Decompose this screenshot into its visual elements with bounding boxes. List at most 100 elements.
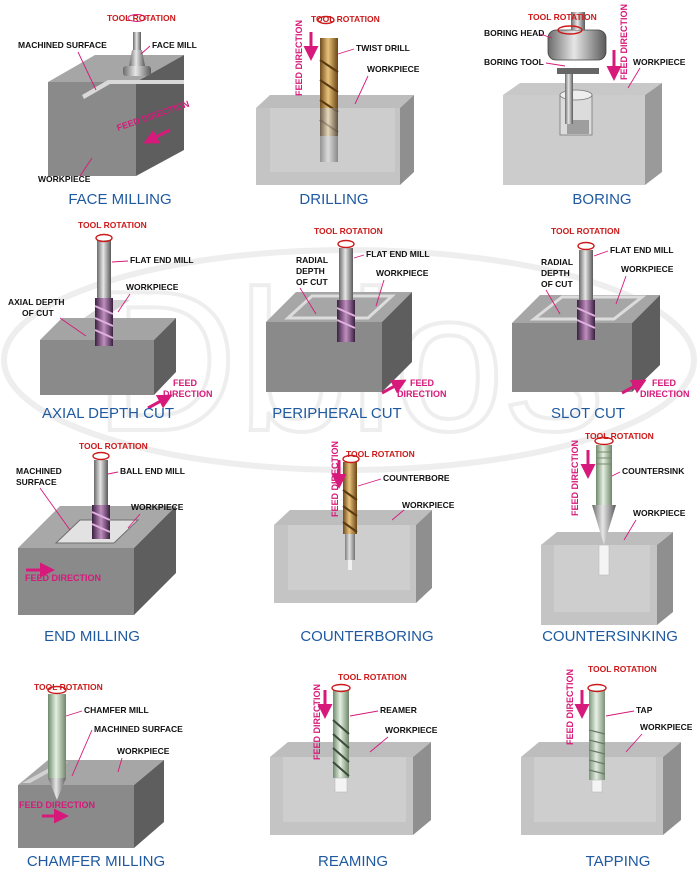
panel-title: FACE MILLING <box>68 191 171 208</box>
rotation-arrow-icon <box>557 25 583 35</box>
ball-end-mill-icon <box>91 460 111 539</box>
machined-surface-label-line2: SURFACE <box>16 477 57 487</box>
tool-rotation-label: TOOL ROTATION <box>588 664 657 674</box>
tool-rotation-label: TOOL ROTATION <box>338 672 407 682</box>
tap-tool-icon <box>588 690 606 793</box>
twist-drill-icon <box>319 38 339 162</box>
boring-tool-icon <box>557 68 599 136</box>
rotation-arrow-icon <box>577 241 595 251</box>
feed-direction-label: FEED DIRECTION <box>570 440 580 516</box>
workpiece-label: WORKPIECE <box>117 746 170 756</box>
tool-rotation-label: TOOL ROTATION <box>528 12 597 22</box>
panel-slot-cut: TOOL ROTATION FLAT END MILL WORKPIECE RA… <box>512 226 690 422</box>
tool-label: REAMER <box>380 705 417 715</box>
feed-arrow-icon <box>621 379 647 395</box>
feed-direction-label: FEED DIRECTION <box>312 684 322 760</box>
workpiece-label: WORKPIECE <box>402 500 455 510</box>
panel-counterboring: TOOL ROTATION FEED DIRECTION COUNTERBORE… <box>274 441 455 645</box>
panel-title: DRILLING <box>299 191 368 208</box>
workpiece-label: WORKPIECE <box>385 725 438 735</box>
tool-label: FLAT END MILL <box>610 245 674 255</box>
panel-title: CHAMFER MILLING <box>27 853 165 870</box>
boring-head-label: BORING HEAD <box>484 28 544 38</box>
flat-end-mill-icon <box>94 240 114 346</box>
panel-title: REAMING <box>318 853 388 870</box>
panel-title: SLOT CUT <box>551 405 625 422</box>
tool-rotation-label: TOOL ROTATION <box>585 431 654 441</box>
panel-reaming: TOOL ROTATION FEED DIRECTION REAMER WORK… <box>270 672 438 870</box>
rotation-arrow-icon <box>47 685 67 695</box>
reamer-tool-icon <box>332 690 350 793</box>
radial-depth-label-line1: RADIAL <box>296 255 328 265</box>
radial-depth-label-line2: DEPTH <box>541 268 570 278</box>
panel-title: PERIPHERAL CUT <box>272 405 401 422</box>
radial-depth-label-line3: OF CUT <box>296 277 328 287</box>
rotation-arrow-icon <box>337 239 355 249</box>
tool-rotation-label: TOOL ROTATION <box>314 226 383 236</box>
feed-arrow-icon <box>147 394 173 410</box>
flat-end-mill-icon <box>576 250 596 340</box>
feed-direction-label: FEED DIRECTION <box>25 573 101 583</box>
rotation-arrow-icon <box>95 233 113 243</box>
panel-title: BORING <box>572 191 631 208</box>
workpiece-label: WORKPIECE <box>131 502 184 512</box>
panel-axial-depth-cut: TOOL ROTATION FLAT END MILL WORKPIECE AX… <box>8 220 213 422</box>
rotation-arrow-icon <box>342 454 360 464</box>
tool-label: CHAMFER MILL <box>84 705 149 715</box>
panel-title: AXIAL DEPTH CUT <box>42 405 174 422</box>
workpiece-label: WORKPIECE <box>633 57 686 67</box>
radial-depth-label-line1: RADIAL <box>541 257 573 267</box>
tool-label: COUNTERSINK <box>622 466 685 476</box>
workpiece-label: WORKPIECE <box>633 508 686 518</box>
axial-depth-label-line2: OF CUT <box>22 308 54 318</box>
tool-label: FLAT END MILL <box>366 249 430 259</box>
panel-boring: TOOL ROTATION FEED DIRECTION BORING HEAD… <box>484 4 686 208</box>
machined-surface-label: MACHINED SURFACE <box>18 40 107 50</box>
tool-rotation-label: TOOL ROTATION <box>551 226 620 236</box>
rotation-arrow-icon <box>331 683 351 693</box>
tool-label: COUNTERBORE <box>383 473 450 483</box>
feed-direction-label-line1: FEED <box>652 378 677 388</box>
tool-label: FACE MILL <box>152 40 197 50</box>
panel-title: COUNTERSINKING <box>542 628 678 645</box>
machined-surface-label-line1: MACHINED <box>16 466 62 476</box>
feed-direction-label: FEED DIRECTION <box>565 669 575 745</box>
feed-direction-label-line2: DIRECTION <box>397 389 447 399</box>
panel-end-milling: TOOL ROTATION BALL END MILL WORKPIECE MA… <box>16 441 185 645</box>
axial-depth-label-line1: AXIAL DEPTH <box>8 297 65 307</box>
feed-direction-label: FEED DIRECTION <box>19 800 95 810</box>
tool-label: TAP <box>636 705 653 715</box>
tool-rotation-label: TOOL ROTATION <box>79 441 148 451</box>
countersink-tool-icon <box>592 445 616 576</box>
panel-chamfer-milling: TOOL ROTATION CHAMFER MILL MACHINED SURF… <box>18 682 183 870</box>
tool-rotation-label: TOOL ROTATION <box>311 14 380 24</box>
boring-tool-label: BORING TOOL <box>484 57 544 67</box>
tool-label: BALL END MILL <box>120 466 185 476</box>
rotation-arrow-icon <box>594 436 614 446</box>
counterbore-tool-icon <box>342 462 358 570</box>
workpiece-label: WORKPIECE <box>38 174 91 184</box>
flat-end-mill-icon <box>336 248 356 342</box>
rotation-arrow-icon <box>587 683 607 693</box>
panel-title: TAPPING <box>586 853 651 870</box>
boring-head-icon <box>547 12 607 61</box>
panel-face-milling: TOOL ROTATION MACHINED SURFACE FACE MILL… <box>18 13 197 208</box>
workpiece-label: WORKPIECE <box>621 264 674 274</box>
feed-direction-label-line1: FEED <box>173 378 198 388</box>
face-mill-tool-icon <box>123 32 151 76</box>
panel-tapping: TOOL ROTATION FEED DIRECTION TAP WORKPIE… <box>521 664 693 870</box>
feed-direction-label-line1: FEED <box>410 378 435 388</box>
feed-direction-label-line2: DIRECTION <box>163 389 213 399</box>
feed-direction-label: FEED DIRECTION <box>619 4 629 80</box>
feed-direction-label: FEED DIRECTION <box>294 20 304 96</box>
workpiece-label: WORKPIECE <box>376 268 429 278</box>
panel-peripheral-cut: TOOL ROTATION FLAT END MILL WORKPIECE RA… <box>266 226 447 422</box>
rotation-arrow-icon <box>127 14 147 22</box>
feed-arrow-icon <box>143 128 171 144</box>
panel-drilling: TOOL ROTATION FEED DIRECTION TWIST DRILL… <box>256 14 420 208</box>
tool-rotation-label: TOOL ROTATION <box>107 13 176 23</box>
workpiece-label: WORKPIECE <box>367 64 420 74</box>
radial-depth-label-line2: DEPTH <box>296 266 325 276</box>
tool-label: FLAT END MILL <box>130 255 194 265</box>
